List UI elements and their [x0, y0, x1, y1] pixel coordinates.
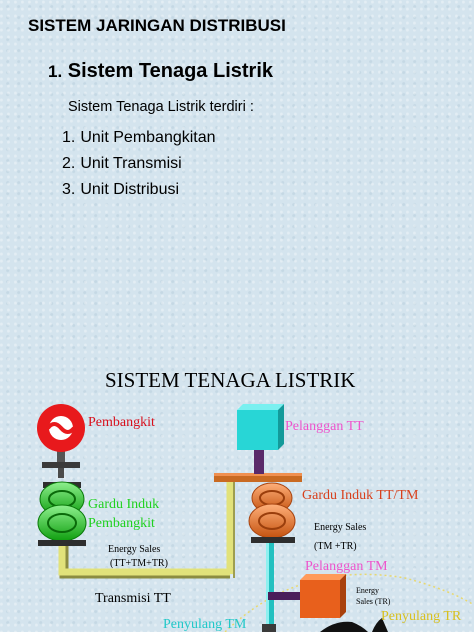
pelanggan-tt-connector [254, 450, 264, 474]
label-gardu-induk-pembangkit-1: Gardu Induk [88, 497, 159, 512]
intro-text: Sistem Tenaga Listrik terdiri : [68, 99, 254, 115]
list-number: 3. [62, 181, 76, 198]
list-label: Unit Distribusi [80, 181, 180, 198]
list-label: Unit Transmisi [80, 155, 182, 172]
orange-bus-bar [214, 473, 302, 482]
power-system-diagram: SISTEM TENAGA LISTRIK Pembangkit Gardu I… [37, 368, 474, 632]
generator-link [58, 468, 64, 478]
cropped-shape-right [372, 618, 388, 632]
label-pelanggan-tt: Pelanggan TT [285, 419, 364, 434]
list-item: 1.Unit Pembangkitan [62, 128, 216, 154]
list-number: 2. [62, 155, 76, 172]
section-heading: 1. Sistem Tenaga Listrik [48, 60, 273, 83]
feeder-cap [262, 624, 276, 632]
label-energy-sales-2-line1: Energy Sales [314, 522, 366, 533]
list-item: 3.Unit Distribusi [62, 180, 216, 206]
page-title: SISTEM JARINGAN DISTRIBUSI [28, 16, 286, 35]
cropped-shape-left [320, 621, 368, 632]
label-gardu-induk-tt-tm: Gardu Induk TT/TM [302, 488, 419, 503]
label-energy-sales-1-line1: Energy Sales [108, 544, 160, 555]
section-number: 1. [48, 62, 63, 81]
pelanggan-tt-box [237, 404, 284, 450]
label-energy-sales-2-line2: (TM +TR) [314, 541, 357, 552]
transformer-icon [37, 481, 87, 546]
label-energy-sales-3-line1: Energy [356, 586, 379, 595]
pelanggan-tm-box [300, 574, 346, 618]
label-pembangkit: Pembangkit [88, 415, 155, 430]
label-transmisi: Transmisi TT [95, 591, 171, 606]
label-penyulang-tm: Penyulang TM [163, 617, 247, 632]
unit-list: 1.Unit Pembangkitan 2.Unit Transmisi 3.U… [62, 128, 216, 206]
label-gardu-induk-pembangkit-2: Pembangkit [88, 516, 155, 531]
feeder-riser-highlight [266, 543, 269, 632]
feeder-riser [266, 543, 274, 632]
pelanggan-tm-connector [268, 592, 302, 600]
orange-bus-bar-highlight [214, 473, 302, 476]
list-number: 1. [62, 129, 76, 146]
section-title: Sistem Tenaga Listrik [67, 60, 274, 82]
generator-stem [57, 449, 65, 463]
transformer-tt-tm-icon [248, 482, 296, 543]
diagram-title: SISTEM TENAGA LISTRIK [105, 368, 355, 392]
label-pelanggan-tm: Pelanggan TM [305, 559, 388, 574]
list-label: Unit Pembangkitan [80, 129, 216, 146]
list-item: 2.Unit Transmisi [62, 154, 216, 180]
label-energy-sales-1-line2: (TT+TM+TR) [110, 558, 168, 569]
label-energy-sales-3-line2: Sales (TR) [356, 597, 391, 606]
generator-base [42, 462, 80, 468]
transmission-line [58, 546, 230, 576]
generator-icon [37, 404, 85, 452]
label-penyulang-tr: Penyulang TR [381, 609, 462, 624]
